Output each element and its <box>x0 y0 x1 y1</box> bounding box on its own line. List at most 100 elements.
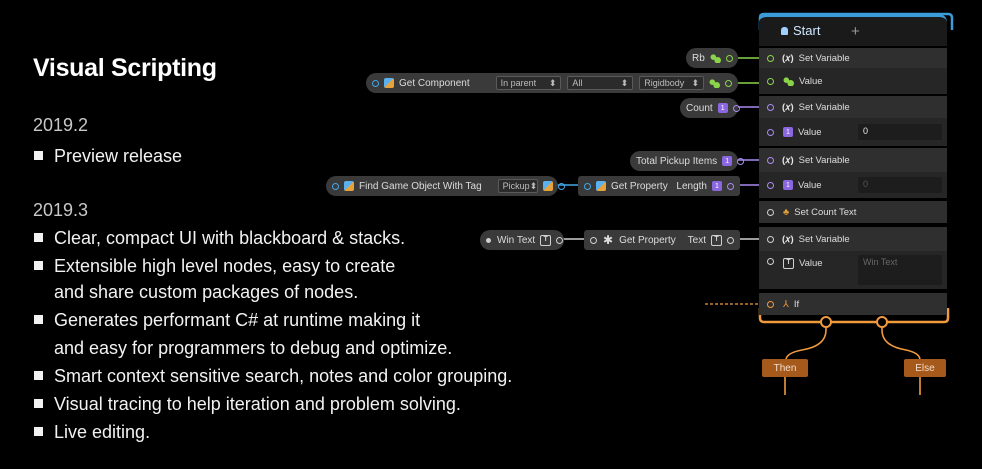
bullet-list-2019-3: Clear, compact UI with blackboard & stac… <box>33 226 512 448</box>
total-pickup-label: Total Pickup Items <box>636 155 718 167</box>
output-port[interactable] <box>557 182 565 190</box>
gameobject-icon <box>384 78 394 88</box>
rb-label: Rb <box>692 52 705 64</box>
win-text-variable-node[interactable]: Win Text T <box>480 230 564 250</box>
integer-icon: 1 <box>712 181 722 191</box>
gear-icon: ✱ <box>603 233 614 247</box>
slide-title: Visual Scripting <box>33 54 217 82</box>
gameobject-icon <box>596 181 606 191</box>
input-port[interactable] <box>767 54 774 62</box>
rigidbody-icon <box>709 78 721 88</box>
input-port[interactable] <box>767 156 774 164</box>
get-property-label: Get Property <box>619 234 676 246</box>
value-field[interactable]: Win Text <box>858 255 942 285</box>
input-port[interactable] <box>767 128 774 136</box>
set-variable-row[interactable]: (𝑥) Set Variable <box>759 48 947 68</box>
start-event-node[interactable]: Start + <box>759 14 947 46</box>
input-port[interactable] <box>767 181 774 189</box>
bullet-item: Smart context sensitive search, notes an… <box>33 364 512 388</box>
version-heading-2019-2: 2019.2 <box>33 115 89 135</box>
get-property-length-node[interactable]: Get Property Length 1 <box>578 176 740 196</box>
value-row[interactable]: Value <box>759 68 947 94</box>
find-game-object-with-tag-node[interactable]: Find Game Object With Tag Pickup⬍ <box>326 176 565 196</box>
input-port[interactable] <box>332 182 339 190</box>
variable-icon: (𝑥) <box>782 101 794 113</box>
output-port[interactable] <box>725 54 733 62</box>
text-output-label: Text <box>687 234 706 246</box>
input-port[interactable] <box>584 182 591 190</box>
rigidbody-dropdown[interactable]: Rigidbody⬍ <box>639 76 705 90</box>
gameobject-icon <box>344 181 354 191</box>
get-component-node[interactable]: Get Component In parent⬍ All⬍ Rigidbody⬍ <box>366 73 738 93</box>
bullet-item: Clear, compact UI with blackboard & stac… <box>33 226 512 250</box>
input-port[interactable] <box>372 79 379 87</box>
bullet-item: Live editing. <box>33 420 512 444</box>
output-port[interactable] <box>732 104 740 112</box>
gameobject-icon <box>542 181 553 191</box>
add-icon[interactable]: + <box>851 23 860 40</box>
variable-icon: (𝑥) <box>782 233 794 245</box>
get-property-label: Get Property <box>611 180 668 192</box>
value-row[interactable]: 1 Value 0 <box>759 118 947 146</box>
output-port[interactable] <box>556 236 564 244</box>
integer-icon: 1 <box>783 127 793 137</box>
bullet-item-continuation: and easy for programmers to debug and op… <box>54 338 453 358</box>
set-variable-row[interactable]: (𝑥) Set Variable <box>759 227 947 251</box>
output-port[interactable] <box>727 236 734 244</box>
set-variable-row[interactable]: (𝑥) Set Variable <box>759 148 947 172</box>
count-label: Count <box>686 102 713 114</box>
bullet-list-2019-2: Preview release <box>33 144 182 172</box>
bullet-item: Preview release <box>33 144 182 168</box>
dot-icon <box>486 237 491 243</box>
get-component-label: Get Component <box>399 77 470 89</box>
bullet-item: Generates performant C# at runtime makin… <box>33 308 512 332</box>
input-port[interactable] <box>767 208 774 216</box>
else-branch-label[interactable]: Else <box>904 359 946 377</box>
value-field[interactable]: 0 <box>858 177 942 193</box>
integer-icon: 1 <box>783 180 793 190</box>
input-port[interactable] <box>590 236 597 244</box>
integer-icon: 1 <box>717 103 728 113</box>
tag-dropdown[interactable]: Pickup⬍ <box>497 179 538 193</box>
total-pickup-items-node[interactable]: Total Pickup Items 1 <box>630 151 745 171</box>
set-variable-row[interactable]: (𝑥) Set Variable <box>759 96 947 118</box>
length-output-label: Length <box>676 180 707 192</box>
rigidbody-icon <box>783 76 794 86</box>
input-port[interactable] <box>767 235 774 243</box>
output-port[interactable] <box>737 157 745 165</box>
find-go-label: Find Game Object With Tag <box>359 180 482 192</box>
rigidbody-icon <box>709 53 721 63</box>
integer-icon: 1 <box>722 156 733 166</box>
variable-icon: (𝑥) <box>782 154 794 166</box>
input-port[interactable] <box>767 77 774 85</box>
rb-variable-node[interactable]: Rb <box>686 48 738 68</box>
set-count-text-row[interactable]: ♣ Set Count Text <box>759 201 947 223</box>
value-row[interactable]: T Value Win Text <box>759 251 947 289</box>
version-heading-2019-3: 2019.3 <box>33 200 89 220</box>
if-row[interactable]: ⅄ If <box>759 293 947 315</box>
input-port[interactable] <box>767 300 774 308</box>
all-dropdown[interactable]: All⬍ <box>567 76 634 90</box>
input-port[interactable] <box>767 103 774 111</box>
bullet-item: Extensible high level nodes, easy to cre… <box>33 254 512 278</box>
value-field[interactable]: 0 <box>858 124 942 140</box>
branch-icon: ⅄ <box>783 298 789 310</box>
text-icon: T <box>540 234 552 246</box>
hierarchy-icon: ♣ <box>783 206 790 218</box>
bell-icon <box>781 27 788 35</box>
in-parent-dropdown[interactable]: In parent⬍ <box>495 76 562 90</box>
variable-icon: (𝑥) <box>782 52 794 64</box>
get-property-text-node[interactable]: ✱ Get Property Text T <box>584 230 740 250</box>
output-port[interactable] <box>727 182 734 190</box>
text-icon: T <box>783 258 794 269</box>
start-label: Start <box>793 23 821 38</box>
input-port[interactable] <box>767 258 774 265</box>
value-row[interactable]: 1 Value 0 <box>759 172 947 198</box>
then-branch-label[interactable]: Then <box>762 359 808 377</box>
win-text-label: Win Text <box>497 234 536 246</box>
output-port[interactable] <box>725 79 733 87</box>
text-icon: T <box>711 234 722 246</box>
count-variable-node[interactable]: Count 1 <box>680 98 740 118</box>
bullet-item: Visual tracing to help iteration and pro… <box>33 392 512 416</box>
bullet-item-continuation: and share custom packages of nodes. <box>54 282 359 302</box>
